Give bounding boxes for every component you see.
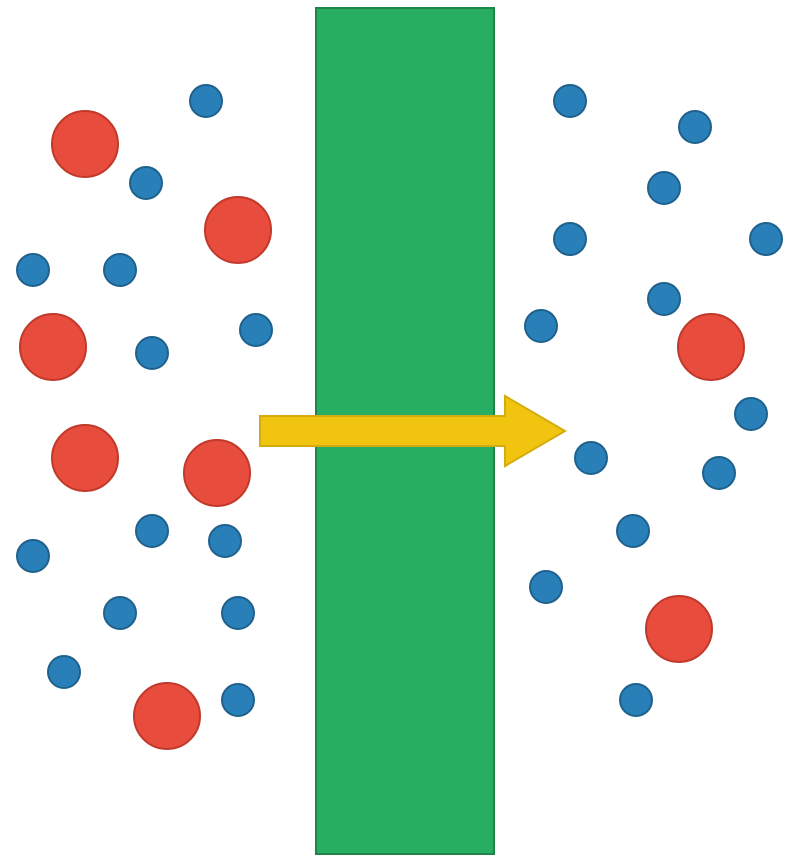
small-particle <box>553 84 587 118</box>
small-particle <box>16 539 50 573</box>
flow-arrow <box>259 394 567 468</box>
small-particle <box>616 514 650 548</box>
small-particle <box>239 313 273 347</box>
small-particle <box>524 309 558 343</box>
large-particle <box>133 682 201 750</box>
small-particle <box>16 253 50 287</box>
large-particle <box>677 313 745 381</box>
small-particle <box>619 683 653 717</box>
large-particle <box>19 313 87 381</box>
small-particle <box>678 110 712 144</box>
small-particle <box>103 596 137 630</box>
small-particle <box>208 524 242 558</box>
large-particle <box>645 595 713 663</box>
large-particle <box>51 424 119 492</box>
small-particle <box>647 171 681 205</box>
small-particle <box>221 596 255 630</box>
small-particle <box>749 222 783 256</box>
small-particle <box>734 397 768 431</box>
small-particle <box>221 683 255 717</box>
large-particle <box>183 439 251 507</box>
small-particle <box>47 655 81 689</box>
small-particle <box>103 253 137 287</box>
small-particle <box>529 570 563 604</box>
small-particle <box>129 166 163 200</box>
small-particle <box>702 456 736 490</box>
small-particle <box>135 336 169 370</box>
small-particle <box>553 222 587 256</box>
small-particle <box>647 282 681 316</box>
small-particle <box>574 441 608 475</box>
small-particle <box>189 84 223 118</box>
left-particles <box>16 84 273 750</box>
small-particle <box>135 514 169 548</box>
large-particle <box>204 196 272 264</box>
right-particles <box>524 84 783 717</box>
large-particle <box>51 110 119 178</box>
